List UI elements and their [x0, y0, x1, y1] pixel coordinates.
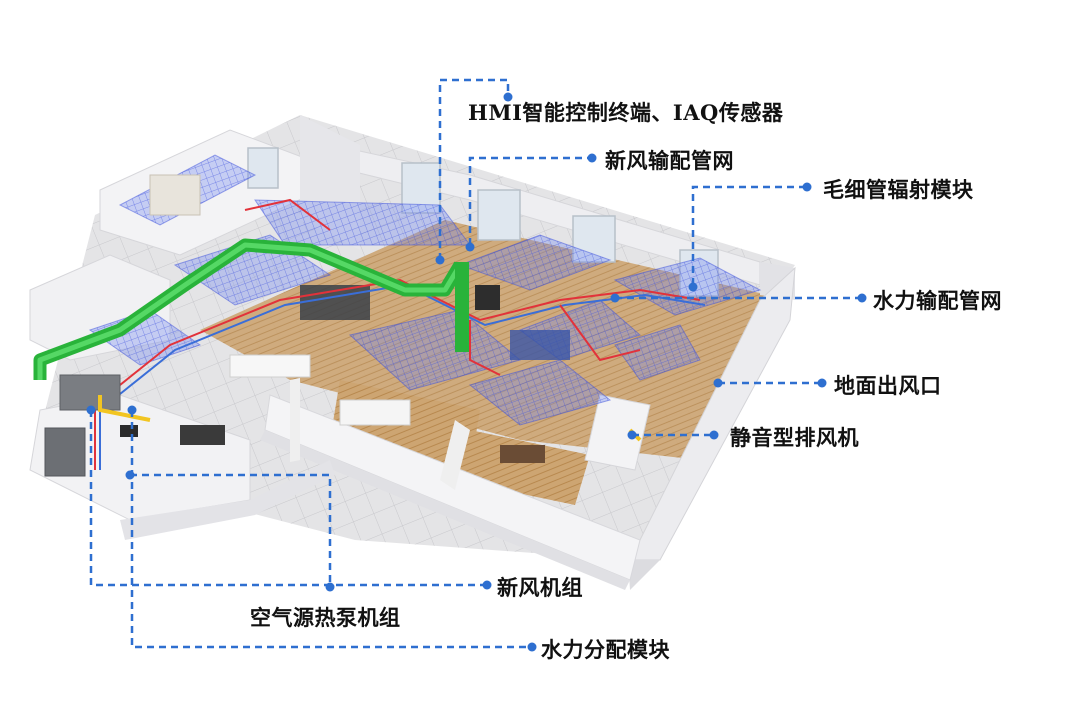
- dot-duct-a: [465, 242, 475, 252]
- leader-fresh-air-unit: [89, 410, 485, 587]
- heat-pump-box: [44, 427, 86, 477]
- label-heat-pump: 空气源热泵机组: [250, 605, 401, 630]
- dot-fan-a: [627, 430, 637, 440]
- label-fresh-air-duct: 新风输配管网: [605, 148, 734, 173]
- dot-unit-a: [86, 405, 96, 415]
- label-hydraulic-pipe: 水力输配管网: [873, 288, 1002, 313]
- label-floor-outlet: 地面出风口: [834, 373, 942, 398]
- fresh-air-duct: [33, 238, 469, 380]
- dot-module-a: [127, 405, 137, 415]
- dot-pump-a: [125, 470, 135, 480]
- dot-duct-b: [587, 153, 597, 163]
- dot-outlet-b: [817, 378, 827, 388]
- dot-outlet-a: [713, 378, 723, 388]
- leader-hmi: [438, 78, 510, 260]
- dot-pump-b: [325, 582, 335, 592]
- leader-capillary: [691, 185, 805, 285]
- label-hmi: HMI智能控制终端、IAQ传感器: [468, 100, 784, 125]
- dot-fan-b: [709, 430, 719, 440]
- dot-cap-b: [802, 182, 812, 192]
- dot-pipe-a: [610, 293, 620, 303]
- label-exhaust-fan: 静音型排风机: [730, 425, 859, 450]
- dot-hmi-a: [435, 255, 445, 265]
- leader-heat-pump: [130, 473, 332, 585]
- dot-cap-a: [688, 282, 698, 292]
- dot-hmi-b: [503, 92, 513, 102]
- dot-unit-b: [482, 580, 492, 590]
- furniture: [149, 174, 570, 463]
- leader-dots: [86, 92, 867, 652]
- capillary-radiant-panels: [88, 154, 762, 426]
- equipment: [44, 374, 642, 477]
- label-fresh-air-unit: 新风机组: [497, 575, 583, 600]
- leader-fresh-air-duct: [468, 156, 590, 245]
- dot-pipe-b: [857, 293, 867, 303]
- leader-hydraulic-module: [130, 410, 530, 649]
- label-capillary: 毛细管辐射模块: [823, 177, 974, 202]
- dot-module-b: [527, 642, 537, 652]
- fresh-air-unit-box: [59, 374, 121, 411]
- leader-lines: [89, 78, 860, 649]
- label-hydraulic-module: 水力分配模块: [541, 637, 670, 662]
